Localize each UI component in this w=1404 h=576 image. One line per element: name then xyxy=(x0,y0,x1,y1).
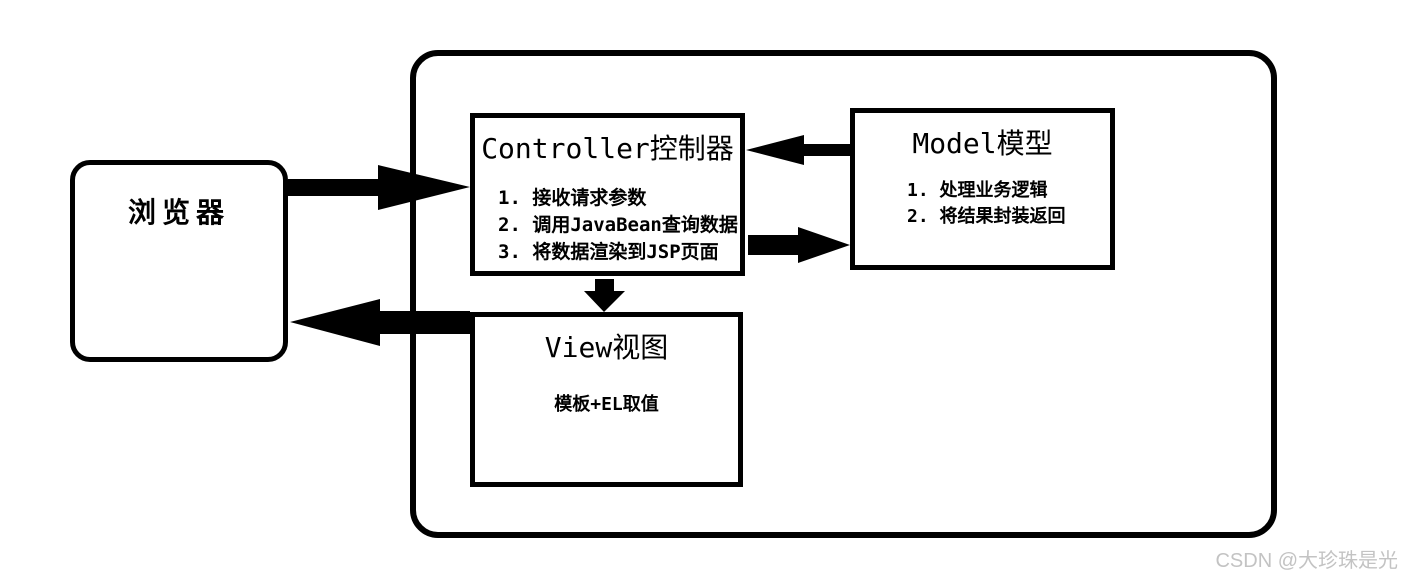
view-box: View视图 模板+EL取值 xyxy=(470,312,743,487)
arrow-view-to-browser-icon xyxy=(290,299,470,346)
browser-title: 浏览器 xyxy=(127,196,230,229)
controller-item: 2. 调用JavaBean查询数据 xyxy=(498,214,738,236)
arrow-controller-to-view-icon xyxy=(584,279,625,312)
arrow-browser-to-controller-icon xyxy=(288,165,470,210)
mvc-container xyxy=(410,50,1277,538)
model-item: 1. 处理业务逻辑 xyxy=(907,180,1048,201)
browser-box: 浏览器 xyxy=(70,160,288,362)
csdn-watermark: CSDN @大珍珠是光 xyxy=(1215,550,1398,572)
controller-item-list: 1. 接收请求参数 2. 调用JavaBean查询数据 3. 将数据渲染到JSP… xyxy=(498,185,740,266)
view-content: 模板+EL取值 xyxy=(554,394,659,415)
controller-box: Controller控制器 1. 接收请求参数 2. 调用JavaBean查询数… xyxy=(470,113,745,276)
controller-item: 3. 将数据渲染到JSP页面 xyxy=(498,241,719,263)
model-item-list: 1. 处理业务逻辑 2. 将结果封装返回 xyxy=(907,178,1110,230)
model-box: Model模型 1. 处理业务逻辑 2. 将结果封装返回 xyxy=(850,108,1115,270)
arrow-controller-to-model-icon xyxy=(748,227,850,263)
controller-title: Controller控制器 xyxy=(481,132,734,165)
arrow-model-to-controller-icon xyxy=(746,135,850,165)
view-title: View视图 xyxy=(544,331,669,364)
model-title: Model模型 xyxy=(912,127,1053,160)
controller-item: 1. 接收请求参数 xyxy=(498,187,647,209)
model-item: 2. 将结果封装返回 xyxy=(907,206,1066,227)
